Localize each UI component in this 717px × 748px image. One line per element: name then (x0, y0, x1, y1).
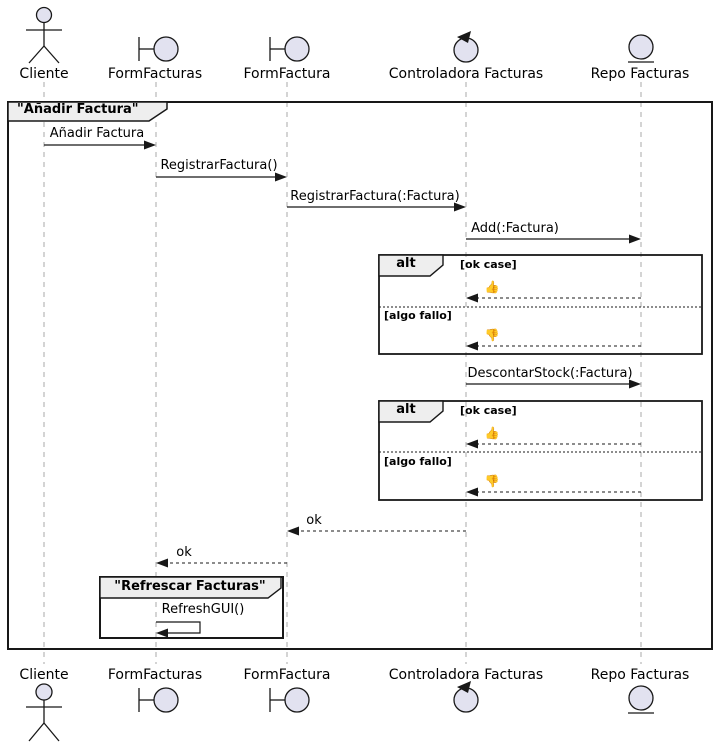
participant-label-formfacturas: FormFacturas (107, 66, 203, 82)
participant-label-formfactura-bottom: FormFactura (243, 667, 331, 683)
alt-frame-1 (378, 254, 703, 355)
participant-label-controladora: Controladora Facturas (388, 66, 544, 82)
group-frame-title: "Refrescar Facturas" (114, 579, 266, 594)
entity-icon (628, 34, 654, 63)
group-frame-title-pentagon (99, 576, 282, 599)
entity-icon (628, 685, 654, 714)
alt1-thumb-up-label: 👍 (484, 280, 500, 294)
alt1-thumb-down-label: 👎 (484, 328, 500, 342)
arrow-thumb-down-1 (466, 341, 641, 351)
message-label-add-factura: Add(:Factura) (471, 221, 559, 236)
participant-icons-bottom (26, 681, 654, 742)
message-label-ok-1: ok (306, 513, 322, 528)
control-icon (453, 31, 479, 63)
arrow-registrar-factura-param (287, 202, 466, 212)
alt-frame-2 (378, 400, 703, 501)
group-frame-refrescar (99, 576, 284, 639)
message-label-registrar-factura: RegistrarFactura() (160, 158, 278, 173)
actor-icon (26, 6, 62, 64)
boundary-icon (269, 687, 310, 713)
message-label-ok-2: ok (176, 545, 192, 560)
main-frame-title-pentagon (7, 101, 168, 122)
boundary-icon (138, 36, 179, 62)
participant-label-cliente: Cliente (19, 66, 69, 82)
message-label-refresh-gui: RefreshGUI() (161, 602, 245, 617)
message-arrows (44, 140, 641, 638)
alt1-guard-ok: [ok case] (460, 258, 517, 271)
boundary-icon (138, 687, 179, 713)
message-label-anadir-factura: Añadir Factura (49, 126, 145, 141)
participant-label-formfacturas-bottom: FormFacturas (107, 667, 203, 683)
participant-icons-top (26, 6, 654, 64)
alt1-pentagon (378, 254, 444, 277)
arrow-ok-to-formfacturas (156, 558, 287, 568)
participant-label-cliente-bottom: Cliente (19, 667, 69, 683)
participant-label-controladora-bottom: Controladora Facturas (388, 667, 544, 683)
arrow-registrar-factura (156, 172, 287, 182)
arrow-thumb-up-1 (466, 293, 641, 303)
main-frame (7, 101, 713, 650)
alt2-thumb-up-label: 👍 (484, 426, 500, 440)
arrow-thumb-down-2 (466, 487, 641, 497)
alt2-guard-ok: [ok case] (460, 404, 517, 417)
participant-label-repo: Repo Facturas (590, 66, 690, 82)
alt2-thumb-down-label: 👎 (484, 474, 500, 488)
main-frame-title: "Añadir Factura" (17, 102, 139, 117)
alt1-operator-label: alt (396, 256, 416, 271)
participant-label-repo-bottom: Repo Facturas (590, 667, 690, 683)
arrow-ok-to-formfactura (287, 526, 466, 536)
boundary-icon (269, 36, 310, 62)
return-arrows (156, 293, 641, 568)
control-icon (453, 681, 479, 713)
message-label-registrar-factura-param: RegistrarFactura(:Factura) (290, 189, 460, 204)
alt2-operator-label: alt (396, 402, 416, 417)
arrow-descontar-stock (466, 379, 641, 389)
actor-icon (26, 683, 62, 742)
arrow-add-factura (466, 234, 641, 244)
participant-label-formfactura: FormFactura (243, 66, 331, 82)
alt1-guard-fail: [algo fallo] (384, 309, 452, 322)
alt2-guard-fail: [algo fallo] (384, 455, 452, 468)
arrow-anadir-factura (44, 140, 156, 150)
alt2-pentagon (378, 400, 444, 423)
lifelines (43, 82, 642, 664)
message-label-descontar-stock: DescontarStock(:Factura) (467, 366, 633, 381)
arrow-thumb-up-2 (466, 439, 641, 449)
arrow-refresh-gui-self (156, 621, 201, 638)
